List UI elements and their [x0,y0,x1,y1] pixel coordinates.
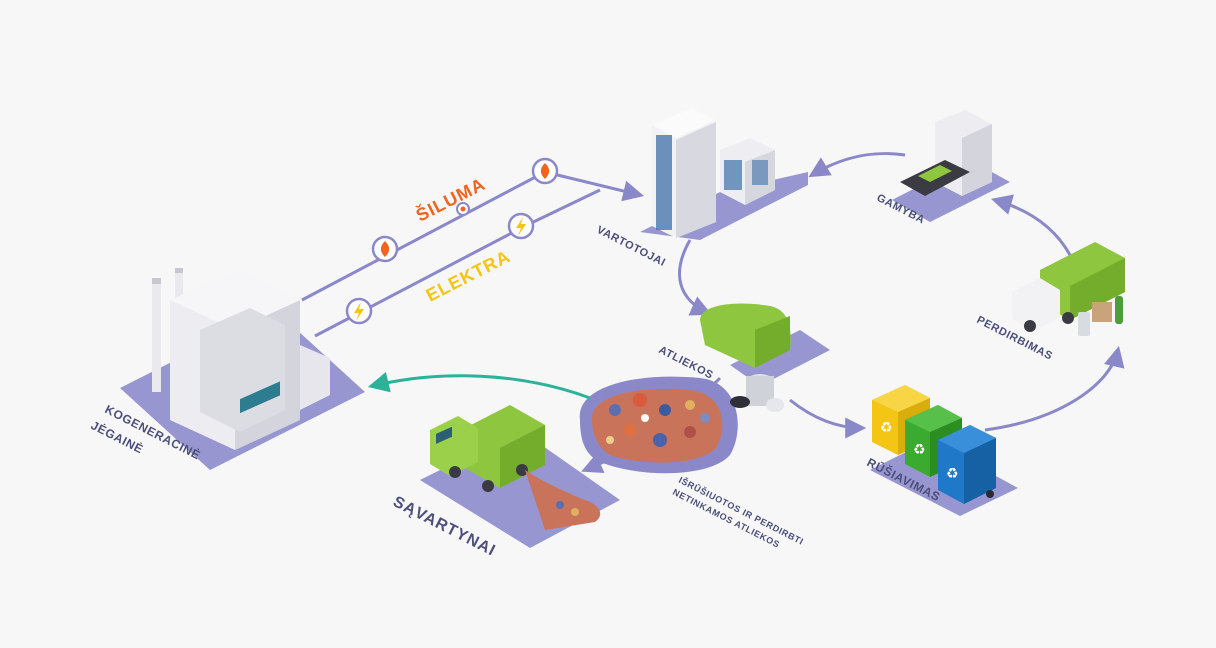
recycle-icon: ♻ [946,465,959,481]
pile-to-landfill-arrow [581,453,621,474]
lightning-icon [507,212,535,240]
lightning-icon [345,297,373,325]
chimney-left [152,280,161,392]
recycling-truck [1012,242,1125,336]
energy-lines [301,170,645,338]
landfill-truck [430,405,601,530]
waste-to-sorting-arrow [789,398,867,439]
heat-line [301,170,546,302]
unsorted-waste-label-line1: IŠRŪŠIUOTOS IR PERDIRBTI [677,474,806,547]
flame-icon [371,235,399,263]
recycle-icon: ♻ [913,441,926,457]
sorting-to-recycling-arrow [984,345,1125,432]
consumers-to-waste-arrow [678,239,712,316]
production-to-consumers-arrow [808,152,906,178]
unsorted-waste-pile [591,388,723,463]
cogeneration-plant [152,268,330,450]
blue-bin: ♻ [938,425,996,504]
heat-to-consumers-arrow [544,170,645,202]
flame-icon [456,202,470,216]
heat-label: ŠILUMA [412,173,488,226]
plant-window [240,381,280,414]
waste-container [700,303,791,412]
electricity-line [314,224,526,338]
flame-icon [531,157,559,185]
production-machine [900,110,992,196]
sorting-bins: ♻ ♻ ♻ [872,385,996,504]
waste-label: ATLIEKOS [657,344,716,382]
recycling-to-production-arrow [990,194,1072,256]
pile-to-plant-return-arrow [367,371,591,400]
recycle-icon: ♻ [880,419,893,435]
waste-container-platform [730,330,830,386]
consumer-buildings [652,108,775,238]
